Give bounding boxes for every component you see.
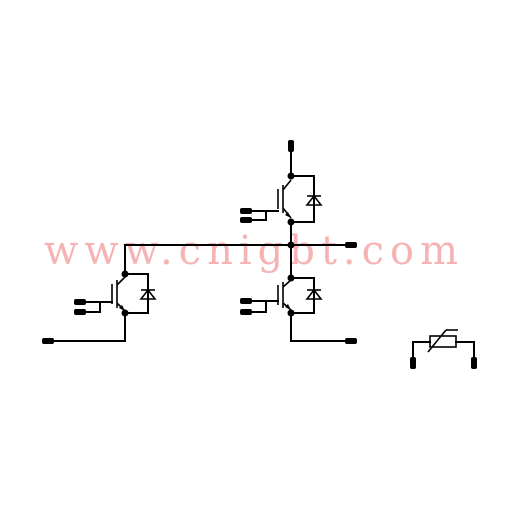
- thermistor: [412, 329, 475, 363]
- terminal-bottom-left: [42, 338, 54, 344]
- igbt-upper: [245, 175, 323, 223]
- terminal-top: [288, 140, 294, 152]
- terminal-lower-gate: [240, 298, 252, 304]
- igbt-left: [79, 273, 157, 314]
- terminal-upper-emitter: [240, 217, 252, 223]
- terminal-ntc-left: [410, 357, 416, 369]
- terminal-pins: [42, 140, 477, 369]
- junction-dots: [121, 172, 295, 317]
- terminal-lower-emitter: [240, 309, 252, 315]
- main-wiring: [49, 145, 351, 342]
- terminal-mid-right: [345, 242, 357, 248]
- terminal-ntc-right: [471, 357, 477, 369]
- terminal-upper-gate: [240, 208, 252, 214]
- terminal-left-gate: [74, 299, 86, 305]
- terminal-left-emitter: [74, 309, 86, 315]
- watermark-text: www.cnigbt.com: [44, 228, 464, 274]
- terminal-bottom-right: [345, 338, 357, 344]
- igbt-lower: [245, 277, 323, 314]
